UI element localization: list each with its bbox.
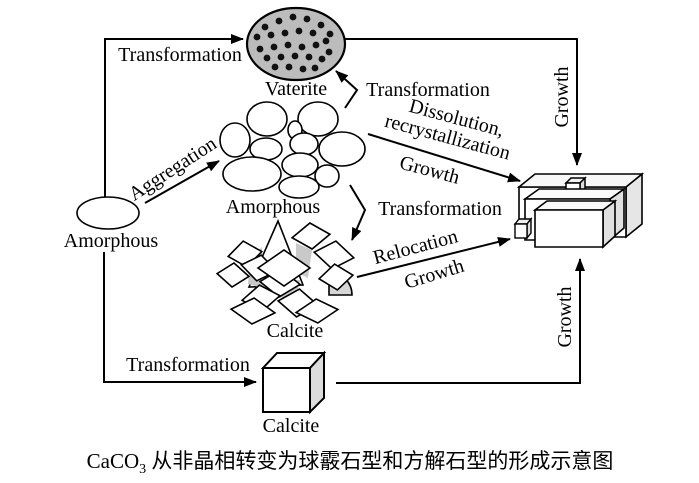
vaterite-dot <box>291 52 299 60</box>
vaterite-dots <box>253 13 334 73</box>
calcite-diamonds <box>215 222 356 325</box>
label-calcite-cube: Calcite <box>263 415 320 437</box>
amorphous-sphere <box>222 156 282 192</box>
amorphous-sphere <box>297 101 339 137</box>
vaterite-dot <box>325 48 333 56</box>
amorphous-cluster <box>219 101 366 199</box>
amorphous-sphere <box>318 131 366 167</box>
vaterite-dot <box>298 43 306 51</box>
calcite-cluster <box>215 218 356 325</box>
vaterite-dot <box>281 29 289 37</box>
calcite-diamond <box>290 222 332 250</box>
vaterite-dot <box>275 17 283 25</box>
label-calcite-cluster: Calcite <box>267 320 324 342</box>
amorphous-sphere <box>278 175 320 199</box>
vaterite-dot <box>322 37 330 45</box>
arrow-transformation-amorphous-to-vaterite <box>104 34 244 197</box>
caption-subscript: 3 <box>139 462 146 477</box>
front-slab-top-face <box>532 200 618 211</box>
vaterite-dot <box>295 27 303 35</box>
arrow-transformation-cluster-to-vaterite <box>335 70 359 109</box>
calcite-diamond <box>317 263 355 291</box>
vaterite-particle <box>245 6 347 82</box>
label-growth-dissolution: Growth <box>397 152 462 189</box>
vaterite-dot <box>270 43 278 51</box>
vaterite-dot <box>261 23 269 31</box>
vaterite-dot <box>289 13 297 21</box>
arrow-group <box>103 34 585 387</box>
arrow-dissolution-recrystallization <box>367 133 521 183</box>
vaterite-dot <box>303 15 311 23</box>
vaterite-dot <box>311 64 319 72</box>
cube-front-face <box>262 367 311 413</box>
vaterite-dot <box>277 53 285 61</box>
vaterite-dot <box>318 55 326 63</box>
middle-slab-top-face <box>522 188 627 200</box>
step-front-face <box>514 223 528 239</box>
calcite-diamond <box>215 262 251 288</box>
calcite-diamond <box>229 297 277 325</box>
label-amorphous-cluster: Amorphous <box>226 196 321 218</box>
vaterite-dot <box>317 21 325 29</box>
vaterite-dot <box>267 31 275 39</box>
amorphous-sphere <box>289 132 319 156</box>
caption-text: 从非晶相转变为球霰石型和方解石型的形成示意图 <box>146 449 613 473</box>
label-amorphous-particle: Amorphous <box>64 230 159 252</box>
vaterite-dot <box>256 45 264 53</box>
label-transformation-to-vaterite: Transformation <box>366 79 490 101</box>
label-transformation-top: Transformation <box>118 44 242 66</box>
label-transformation-bottom: Transformation <box>126 354 250 376</box>
vaterite-dot <box>271 63 279 71</box>
vaterite-dot <box>253 33 261 41</box>
calcite-diamond <box>256 249 312 287</box>
vaterite-dot <box>299 65 307 73</box>
amorphous-sphere <box>219 122 251 158</box>
figure-caption: CaCO3 从非晶相转变为球霰石型和方解石型的形成示意图 <box>87 449 614 477</box>
amorphous-particle-ellipse <box>76 196 140 230</box>
vaterite-dot <box>312 41 320 49</box>
vaterite-dot <box>309 29 317 37</box>
amorphous-sphere <box>246 101 288 137</box>
arrow-relocation-growth <box>356 237 511 278</box>
arrow-growth-vaterite-to-crystal <box>345 38 582 166</box>
caption-formula: CaCO <box>87 449 140 473</box>
vaterite-ellipse <box>245 6 347 82</box>
vaterite-dot <box>285 63 293 71</box>
label-growth-right-top: Growth <box>551 66 573 127</box>
calcite-cube-shape <box>260 350 327 415</box>
vaterite-dot <box>326 30 334 38</box>
crystal-3d <box>513 172 645 249</box>
vaterite-dot <box>284 41 292 49</box>
label-growth-relocation: Growth <box>402 255 467 294</box>
vaterite-dot <box>263 54 271 62</box>
amorphous-sphere <box>314 164 340 188</box>
arrow-transformation-amorphous-to-cube <box>103 252 257 387</box>
calcite-diamond <box>294 298 340 324</box>
arrow-transformation-cluster-to-calcite <box>349 184 367 241</box>
label-transformation-to-calcite: Transformation <box>378 198 502 220</box>
arrow-aggregation <box>144 160 220 204</box>
vaterite-dot <box>305 53 313 61</box>
label-vaterite: Vaterite <box>265 78 327 100</box>
amorphous-sphere <box>281 152 319 178</box>
arrow-growth-cube-to-crystal <box>336 258 585 384</box>
front-slab-front-face <box>534 209 604 248</box>
label-growth-right-bottom: Growth <box>554 286 576 347</box>
calcite-diamond <box>312 240 356 270</box>
